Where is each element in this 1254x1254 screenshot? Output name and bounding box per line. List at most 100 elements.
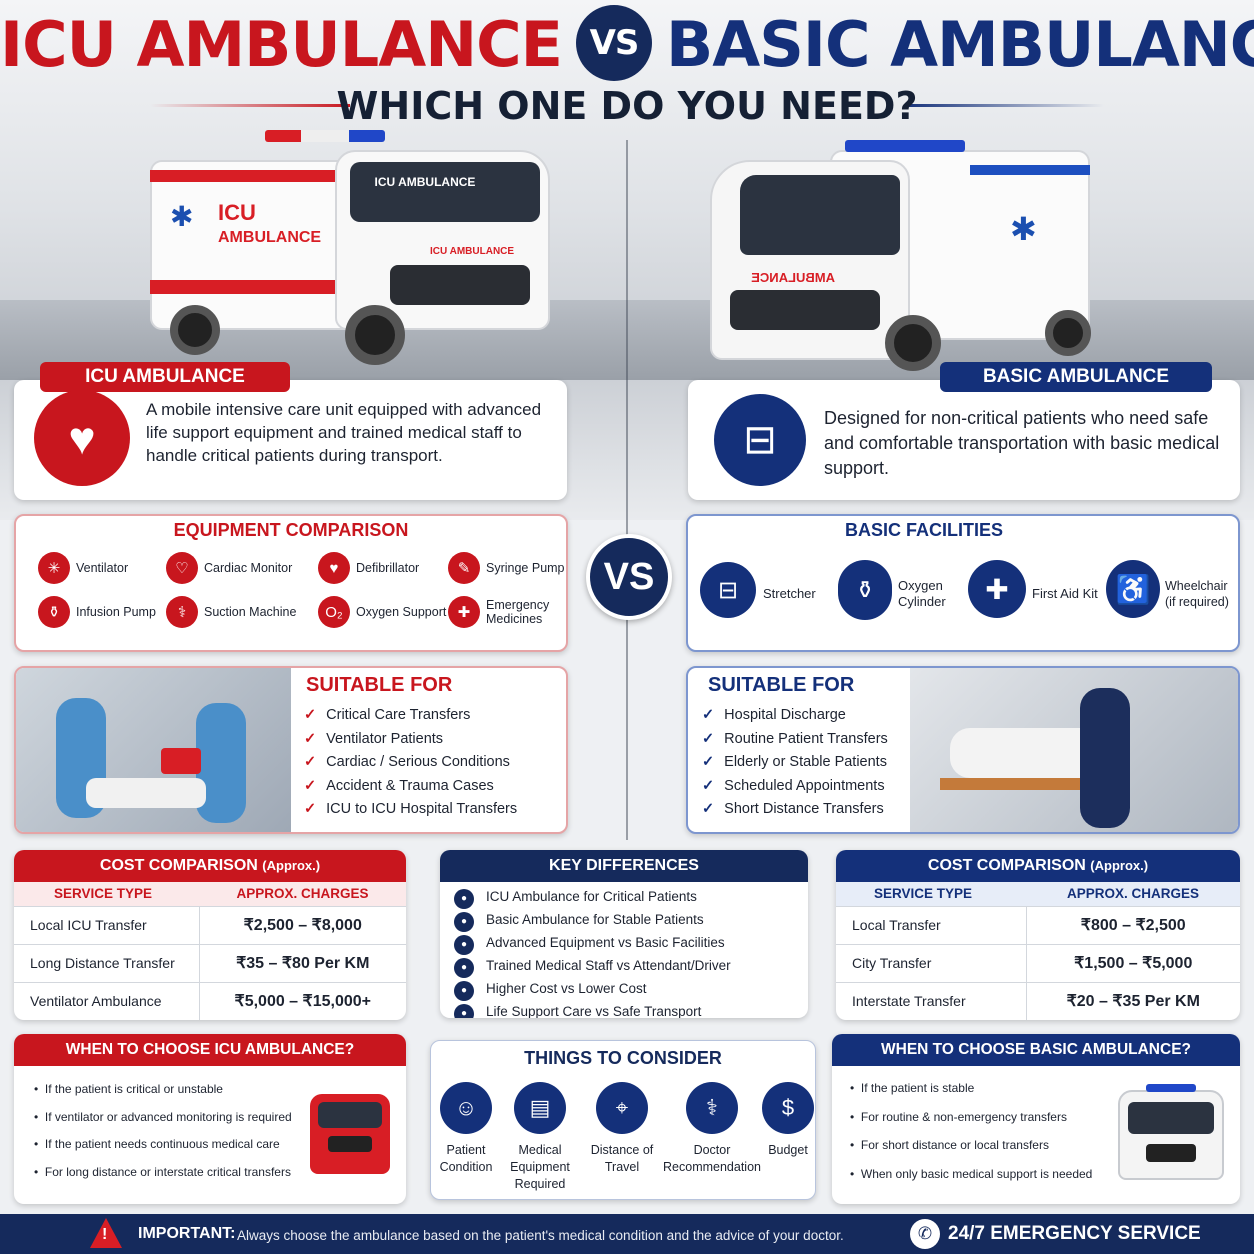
icu-van-wheel-front: [345, 305, 405, 365]
list-item-label: If the patient is critical or unstable: [44, 1082, 223, 1096]
icu-suitable-list: ✓Critical Care Transfers ✓Ventilator Pat…: [304, 704, 517, 822]
things-label: Distance of Travel: [590, 1143, 654, 1174]
money-bag-icon: $: [762, 1082, 814, 1134]
list-item-label: Ventilator Patients: [326, 730, 444, 747]
table-row: Ventilator Ambulance₹5,000 – ₹15,000+: [14, 982, 406, 1020]
equipment-item: ✳Ventilator: [38, 552, 166, 584]
list-item: ✓ Ventilator Patients: [304, 728, 517, 752]
things-label: Medical Equipment Required: [510, 1143, 570, 1191]
icu-ambulance-small-image: [310, 1094, 390, 1174]
center-divider: [626, 140, 628, 840]
defibrillator-icon: ♥: [318, 552, 350, 584]
basic-ambulance-small-image: [1118, 1084, 1224, 1180]
list-item: ✓Routine Patient Transfers: [702, 728, 888, 752]
equipment-item: ♥Defibrillator: [318, 552, 448, 584]
things-title: THINGS TO CONSIDER: [524, 1048, 722, 1068]
check-icon: ✓: [702, 754, 715, 770]
person-icon: ●: [454, 889, 474, 909]
list-item: ●Trained Medical Staff vs Attendant/Driv…: [454, 955, 808, 978]
basic-description: Designed for non-critical patients who n…: [824, 408, 1220, 478]
equipment-label: Emergency Medicines: [486, 598, 550, 626]
oxygen-cylinder-icon: ⚱: [838, 560, 892, 620]
list-item: ✓Hospital Discharge: [702, 704, 888, 728]
list-item-label: Higher Cost vs Lower Cost: [486, 981, 647, 996]
icu-suitable-title-text: SUITABLE FOR: [306, 674, 453, 696]
table-row: Local Transfer₹800 – ₹2,500: [836, 906, 1240, 945]
basic-ambulance-image: AMBULANCE ✱: [710, 130, 1100, 375]
icu-when-card: WHEN TO CHOOSE ICU AMBULANCE? • If the p…: [14, 1034, 406, 1204]
basic-tag: BASIC AMBULANCE: [940, 362, 1212, 392]
subtitle-deco-left: [150, 104, 350, 107]
check-icon: ✓: [702, 707, 715, 723]
medicine-icon: ✚: [448, 596, 480, 628]
charge-cell: ₹20 – ₹35 Per KM: [1025, 982, 1240, 1020]
basic-van-lightbar: [845, 140, 965, 152]
list-item: ●Advanced Equipment vs Basic Facilities: [454, 932, 808, 955]
small-grille: [328, 1136, 372, 1152]
list-item: • If the patient is stable: [850, 1081, 975, 1095]
list-item: • If the patient is critical or unstable: [34, 1082, 223, 1096]
list-item-label: Basic Ambulance for Stable Patients: [486, 912, 704, 927]
list-item: • If ventilator or advanced monitoring i…: [34, 1109, 292, 1124]
equipment-label: Oxygen Support: [356, 605, 447, 619]
equipment-item: ⚕Suction Machine: [166, 596, 318, 628]
equipment-label: Cardiac Monitor: [204, 561, 293, 575]
key-differences-title: KEY DIFFERENCES: [440, 850, 808, 882]
check-icon: ✓: [304, 730, 317, 747]
list-item-label: Advanced Equipment vs Basic Facilities: [486, 935, 725, 950]
list-item-label: Routine Patient Transfers: [724, 730, 888, 747]
list-item-label: Life Support Care vs Safe Transport: [486, 1004, 702, 1018]
patient-figure: [950, 728, 1100, 778]
facility-label: Wheelchair (if required): [1165, 579, 1229, 609]
attendant-figure: [1080, 688, 1130, 828]
footer-important-label: IMPORTANT:: [138, 1225, 236, 1242]
icu-van-side-line2: AMBULANCE: [218, 229, 322, 246]
icu-tag: ICU AMBULANCE: [40, 362, 290, 392]
key-differences-list: ●ICU Ambulance for Critical Patients ●Ba…: [440, 882, 808, 1018]
small-windshield: [318, 1102, 382, 1128]
list-item-label: ICU to ICU Hospital Transfers: [326, 801, 518, 817]
check-icon: ✓: [304, 707, 317, 723]
list-item: ✓Elderly or Stable Patients: [702, 751, 888, 775]
basic-van-windshield: [740, 175, 900, 255]
warning-mark: !: [102, 1226, 108, 1243]
equipment-card: [14, 514, 568, 652]
basic-cost-title-text: COST COMPARISON: [927, 857, 1086, 874]
basic-van-wheel-rear: [1045, 310, 1091, 356]
icu-van-lightbar: [265, 130, 385, 142]
title-basic: BASIC AMBULANCE: [666, 8, 1254, 81]
basic-van-hood-text: AMBULANCE: [751, 270, 835, 285]
title-vs-badge: VS: [576, 4, 653, 81]
monitor-equipment: [161, 748, 201, 774]
table-row: Local ICU Transfer₹2,500 – ₹8,000: [14, 906, 406, 945]
key-differences-card: KEY DIFFERENCES ●ICU Ambulance for Criti…: [440, 850, 808, 1018]
location-pin-icon: ⌖: [596, 1082, 648, 1134]
stretcher-small-icon: ⊟: [700, 562, 756, 618]
equipment-item: ✎ Syringe Pump: [448, 552, 573, 584]
charge-cell: ₹5,000 – ₹15,000+: [198, 982, 406, 1020]
center-vs-badge: VS: [586, 534, 672, 620]
icu-van-windshield-text: ICU AMBULANCE: [374, 175, 476, 189]
warning-icon: [90, 1218, 122, 1248]
basic-suitable-list: ✓Hospital Discharge ✓Routine Patient Tra…: [702, 704, 888, 822]
basic-van-wheel-front: [885, 315, 941, 371]
icu-van-windshield: [350, 162, 540, 222]
equipment-label: Syringe Pump: [486, 561, 565, 575]
basic-suitable-title: SUITABLE FOR: [708, 674, 854, 697]
list-item: ✓ICU to ICU Hospital Transfers: [304, 798, 517, 822]
list-item-label: If ventilator or advanced monitoring is …: [44, 1109, 292, 1124]
basic-when-list: • If the patient is stable • For routine…: [832, 1066, 1240, 1188]
icu-when-title: WHEN TO CHOOSE ICU AMBULANCE?: [14, 1034, 406, 1066]
star-of-life-icon: ✱: [170, 201, 194, 232]
equipment-item: ✚Emergency Medicines: [448, 596, 573, 628]
syringe-icon: ✎: [448, 552, 480, 584]
facility-label: Oxygen Cylinder: [898, 578, 946, 609]
icu-cost-title: COST COMPARISON (Approx.): [14, 850, 406, 882]
cost-icon: ●: [454, 981, 474, 1001]
service-type-cell: Local ICU Transfer: [14, 906, 199, 945]
